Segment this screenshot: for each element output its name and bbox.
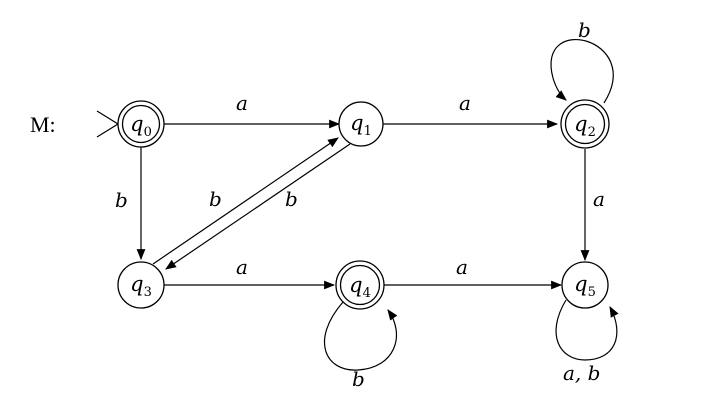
svg-text:q5: q5 [574, 272, 596, 300]
loop-q2 [550, 38, 614, 104]
machine-label: M: [30, 112, 56, 137]
start-arrow [96, 110, 120, 138]
svg-text:q0: q0 [130, 112, 152, 140]
label-q1-q2: a [459, 91, 471, 115]
state-q1-sub: 1 [364, 124, 372, 139]
label-q3-q1: b [209, 187, 222, 211]
label-q3-q4: a [236, 255, 248, 279]
state-q0: q0 [117, 100, 165, 148]
state-q4-sub: 4 [363, 286, 371, 301]
label-q0-q1: a [236, 91, 248, 115]
label-q1-q3: b [285, 187, 298, 211]
state-q3: q3 [117, 261, 165, 309]
state-q3-sub: 3 [144, 285, 152, 300]
state-q4-letter: q [349, 273, 362, 297]
state-q5: q5 [561, 261, 609, 309]
label-q2-q5: a [593, 187, 605, 211]
state-q1-letter: q [350, 111, 363, 135]
loop-q4 [323, 301, 398, 371]
edge-q3-q1 [152, 137, 339, 265]
label-q4-q5: a [456, 255, 468, 279]
state-q3-letter: q [130, 272, 143, 296]
state-q2-sub: 2 [588, 125, 596, 140]
label-q2-q2: b [578, 18, 591, 42]
svg-text:q3: q3 [130, 272, 152, 300]
label-q5-q5: a, b [563, 361, 600, 385]
state-q5-sub: 5 [588, 285, 596, 300]
label-q0-q3: b [115, 188, 128, 212]
state-q1: q1 [338, 101, 384, 147]
state-q2-letter: q [574, 112, 587, 136]
edge-q1-q3 [165, 143, 351, 270]
label-q4-q4: b [352, 367, 365, 391]
loop-q5 [555, 299, 619, 361]
state-q0-letter: q [130, 112, 143, 136]
svg-text:q1: q1 [350, 111, 372, 139]
svg-text:q4: q4 [349, 273, 371, 301]
state-q0-sub: 0 [144, 125, 152, 140]
state-q4: q4 [335, 260, 385, 310]
state-q5-letter: q [574, 272, 587, 296]
state-q2: q2 [560, 99, 610, 149]
svg-text:q2: q2 [574, 112, 596, 140]
